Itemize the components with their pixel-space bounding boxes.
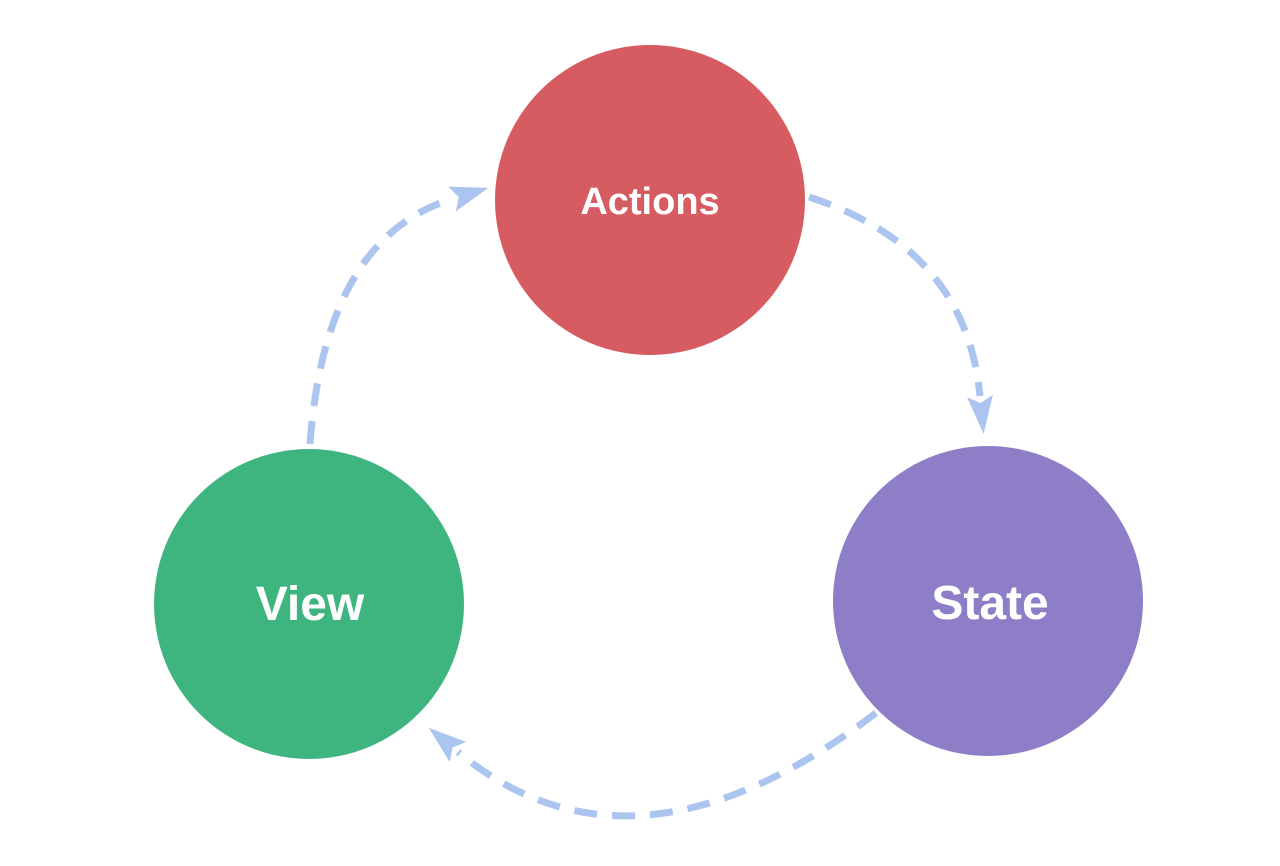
node-view-label: View — [256, 578, 365, 631]
node-state-label: State — [931, 577, 1048, 630]
node-actions-circle — [495, 45, 805, 355]
node-actions: Actions — [495, 45, 805, 355]
edge-actions-to-state — [807, 193, 993, 434]
node-view: View — [154, 449, 464, 759]
edge-state-to-view — [428, 710, 879, 820]
node-state-circle — [833, 446, 1143, 756]
node-actions-label: Actions — [580, 181, 719, 223]
node-view-circle — [154, 449, 464, 759]
edge-view-to-actions — [306, 186, 489, 445]
node-state: State — [833, 446, 1143, 756]
